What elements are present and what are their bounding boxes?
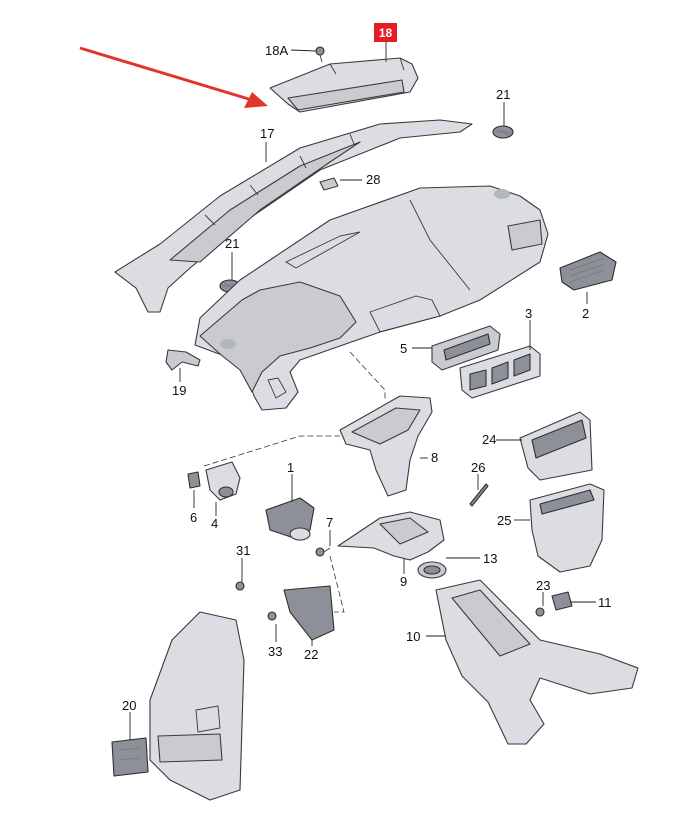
lower-panel[interactable] bbox=[149, 611, 245, 801]
label-19: 19 bbox=[172, 383, 186, 398]
label-11: 11 bbox=[598, 595, 612, 610]
part-11-clip[interactable] bbox=[551, 591, 573, 611]
part-13-ring[interactable] bbox=[417, 561, 447, 579]
label-22: 22 bbox=[304, 647, 318, 662]
assembly-lines bbox=[203, 351, 386, 613]
label-25: 25 bbox=[497, 513, 511, 528]
label-20: 20 bbox=[122, 698, 136, 713]
part-33-screw[interactable] bbox=[267, 611, 277, 621]
part-17-trim[interactable] bbox=[114, 119, 473, 313]
part-18a-screw[interactable] bbox=[315, 46, 325, 63]
label-33: 33 bbox=[268, 644, 282, 659]
part-26-pin[interactable] bbox=[469, 483, 489, 507]
label-23: 23 bbox=[536, 578, 550, 593]
part-7-screw[interactable] bbox=[315, 547, 331, 557]
part-21-vent-right[interactable] bbox=[492, 125, 514, 139]
label-21-left: 21 bbox=[225, 236, 239, 251]
part-25-housing[interactable] bbox=[529, 483, 605, 573]
label-18: 18 bbox=[379, 26, 393, 40]
label-21-top: 21 bbox=[496, 87, 510, 102]
label-28: 28 bbox=[366, 172, 380, 187]
part-8-duct[interactable] bbox=[339, 395, 433, 497]
label-31: 31 bbox=[236, 543, 250, 558]
label-24: 24 bbox=[482, 432, 496, 447]
part-9-bracket[interactable] bbox=[337, 511, 445, 561]
label-26: 26 bbox=[471, 460, 485, 475]
part-24-duct[interactable] bbox=[519, 411, 593, 481]
label-6: 6 bbox=[190, 510, 197, 525]
label-17: 17 bbox=[260, 126, 274, 141]
label-1: 1 bbox=[287, 460, 294, 475]
part-23-screw[interactable] bbox=[535, 607, 545, 617]
part-6-clip[interactable] bbox=[187, 471, 201, 489]
part-10-floor-duct[interactable] bbox=[435, 579, 639, 745]
part-28-clip[interactable] bbox=[319, 177, 339, 191]
part-5-vent-frame[interactable] bbox=[431, 325, 501, 371]
label-5: 5 bbox=[400, 341, 407, 356]
part-2-vent-right[interactable] bbox=[559, 251, 617, 291]
red-arrow-icon bbox=[79, 46, 268, 108]
part-18-cover[interactable] bbox=[269, 57, 419, 113]
part-31-screw[interactable] bbox=[235, 581, 245, 591]
part-4-switch[interactable] bbox=[205, 461, 241, 501]
part-20-switch-panel[interactable] bbox=[111, 737, 149, 777]
label-13: 13 bbox=[483, 551, 497, 566]
label-18a: 18A bbox=[265, 43, 288, 58]
part-1-switch[interactable] bbox=[265, 497, 315, 541]
part-3-center-vents[interactable] bbox=[459, 345, 541, 399]
label-9: 9 bbox=[400, 574, 407, 589]
dashboard-panel[interactable] bbox=[194, 185, 549, 411]
label-3: 3 bbox=[525, 306, 532, 321]
leader-lines bbox=[129, 42, 596, 740]
part-22-bracket[interactable] bbox=[283, 585, 335, 641]
part-19-bracket[interactable] bbox=[165, 349, 201, 371]
label-2: 2 bbox=[582, 306, 589, 321]
label-8: 8 bbox=[431, 450, 438, 465]
label-7: 7 bbox=[326, 515, 333, 530]
part-18-highlight bbox=[374, 23, 397, 42]
label-10: 10 bbox=[406, 629, 420, 644]
label-4: 4 bbox=[211, 516, 218, 531]
